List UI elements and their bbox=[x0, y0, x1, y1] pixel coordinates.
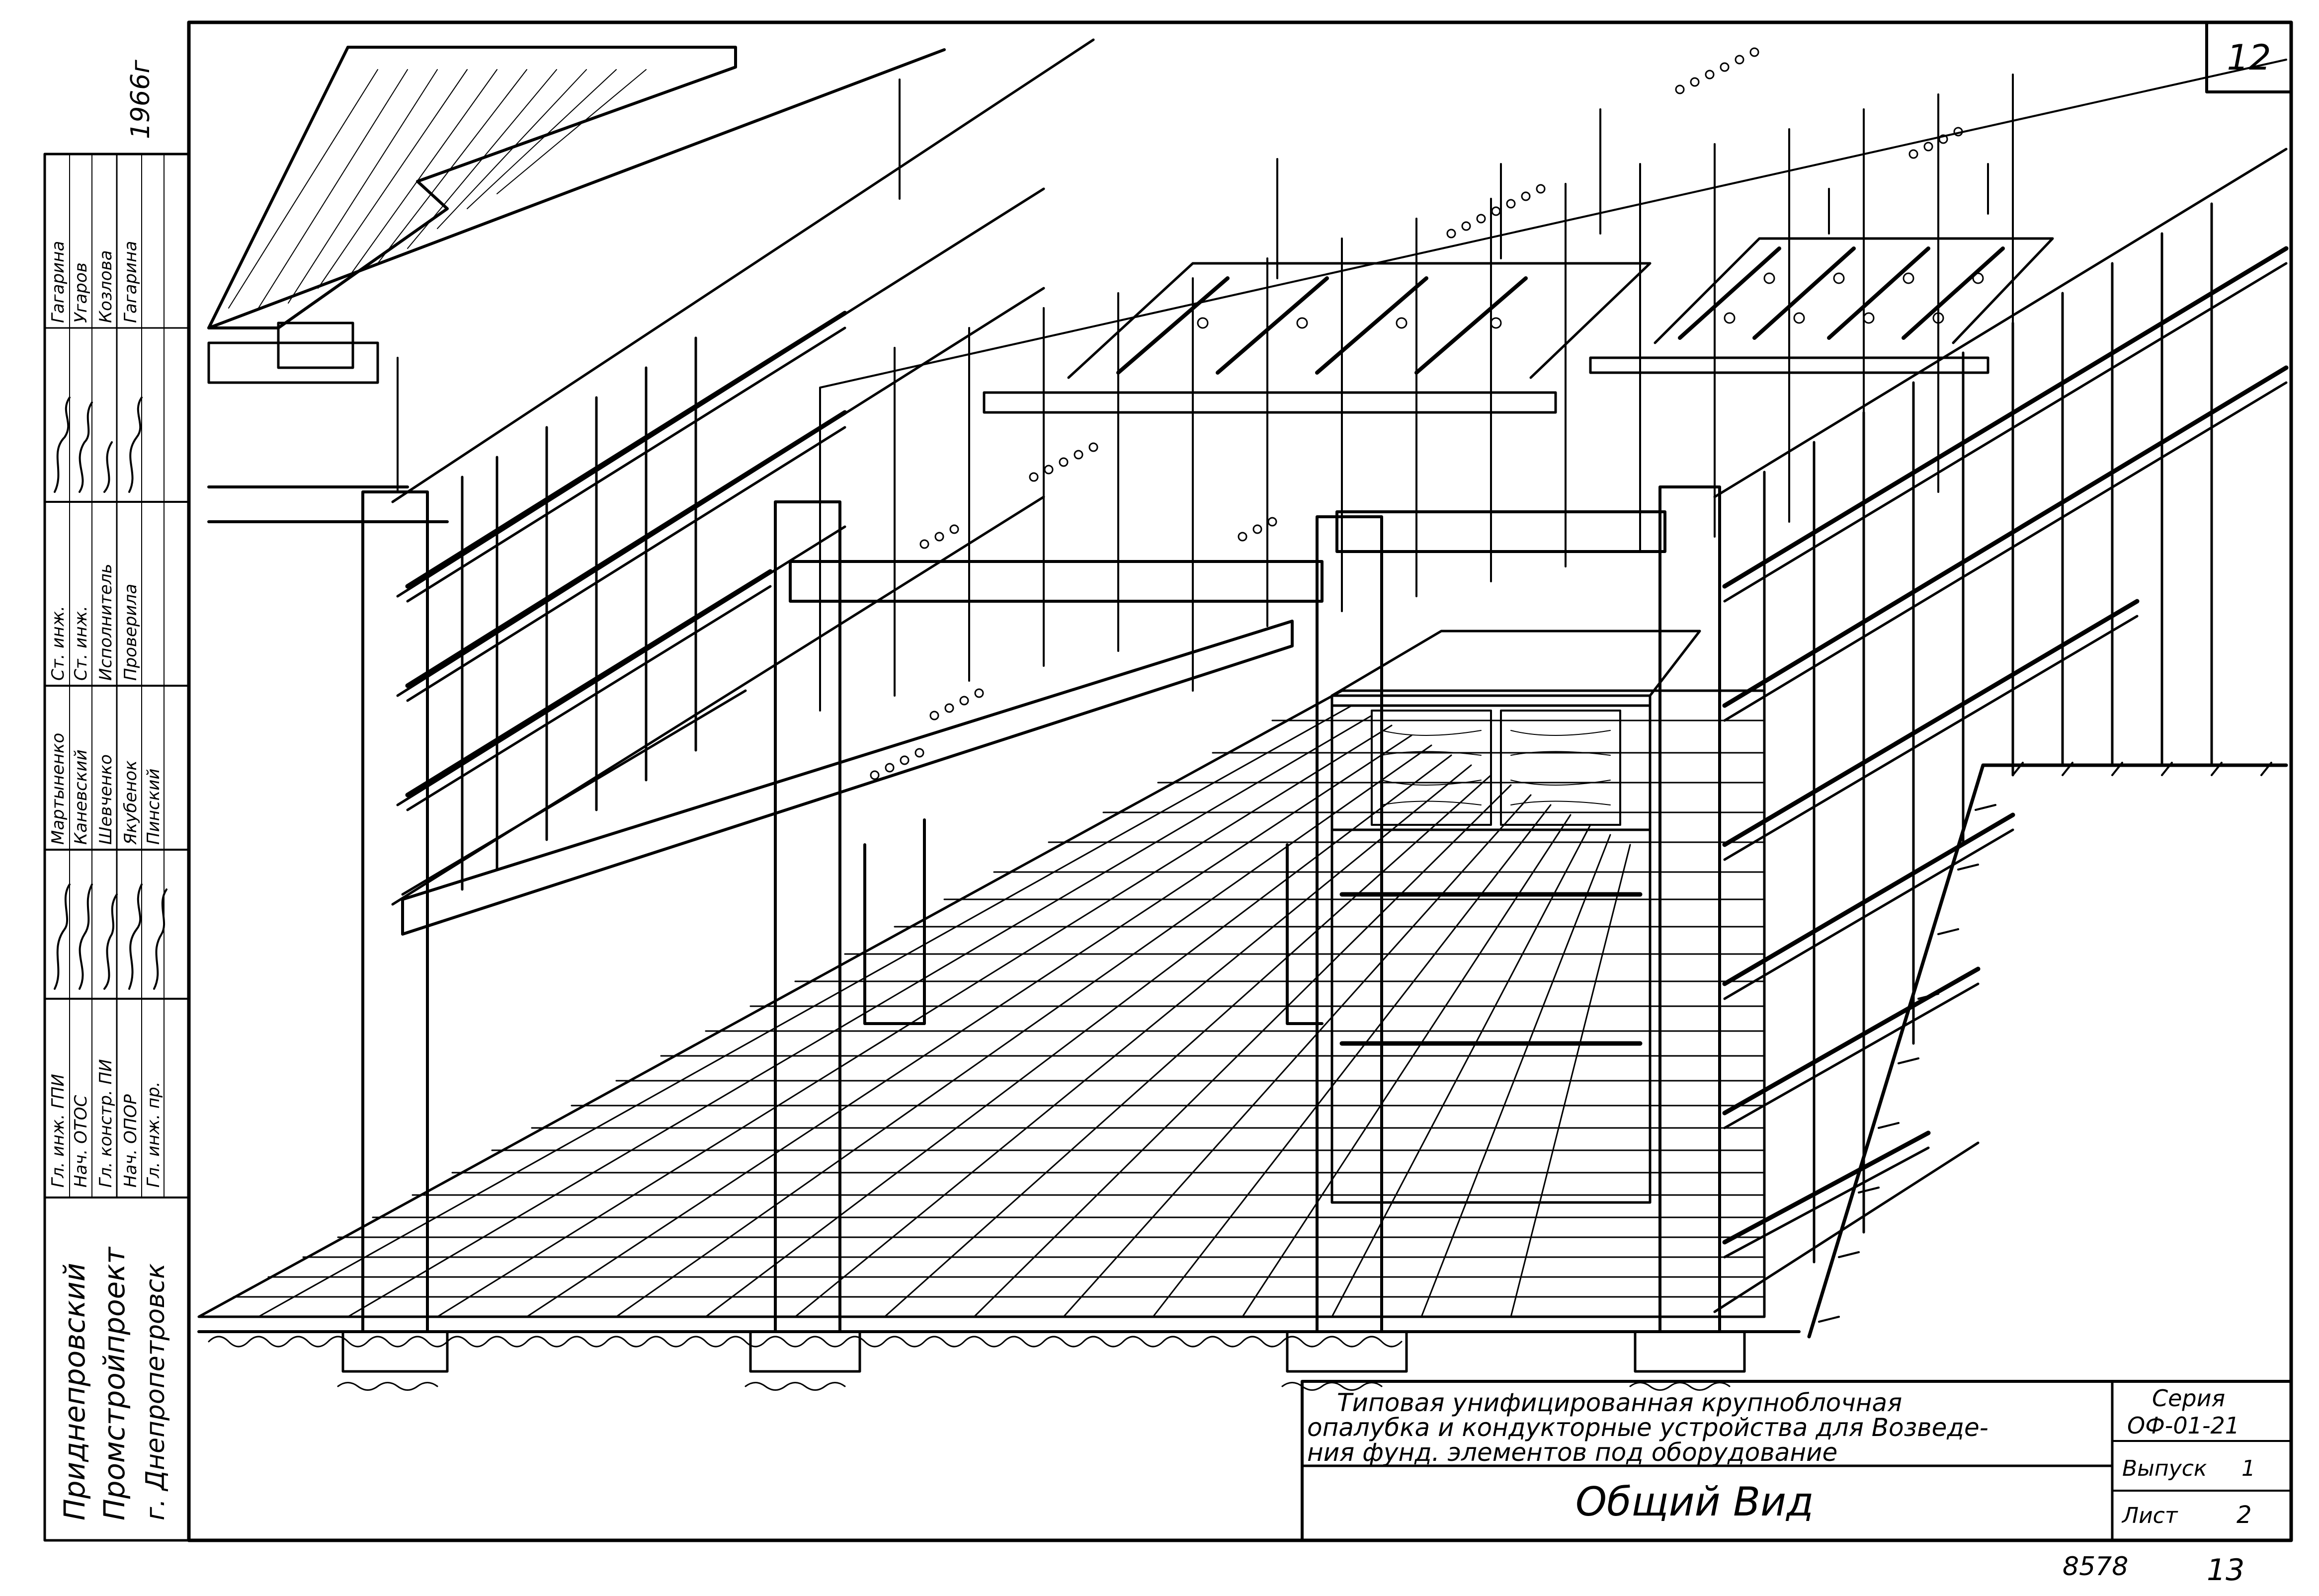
general-view-drawing bbox=[197, 38, 2289, 1391]
signatures bbox=[54, 397, 167, 990]
conductor-frames bbox=[983, 237, 2054, 414]
name-6: Гагарина bbox=[48, 241, 68, 323]
series-value: ОФ-01-21 bbox=[2127, 1412, 2239, 1439]
role-9: Проверила bbox=[121, 584, 141, 681]
post-footings bbox=[337, 1330, 1746, 1391]
name-7: Угаров bbox=[71, 262, 91, 323]
org-line-3: г. Днепропетровск bbox=[141, 1263, 170, 1520]
signature-block: Приднепровский Промстройпроект г. Днепро… bbox=[43, 153, 190, 1542]
role-3: Гл. констр. ПИ bbox=[96, 1059, 116, 1188]
right-wall-formwork bbox=[1713, 148, 2289, 1313]
base-slab-grid bbox=[197, 689, 1766, 1318]
role-1: Гл. инж. ГПИ bbox=[48, 1074, 68, 1188]
sheet-label: Лист bbox=[2121, 1503, 2178, 1528]
timber-deck bbox=[207, 46, 946, 523]
year-label: 1966г bbox=[126, 60, 156, 139]
back-wall-panels bbox=[819, 47, 2287, 780]
title-description-line-3: ния фунд. элементов под оборудование bbox=[1307, 1438, 1837, 1467]
sheet-value: 2 bbox=[2236, 1501, 2252, 1529]
name-5: Пинский bbox=[144, 769, 164, 845]
view-title: Общий Вид bbox=[1575, 1479, 1814, 1525]
anchor-bolt-plates bbox=[1197, 272, 1984, 329]
name-9: Гагарина bbox=[121, 241, 141, 323]
org-line-1: Приднепровский bbox=[58, 1263, 91, 1520]
sheet-number-box: 12 bbox=[2205, 21, 2293, 93]
name-4: Якубенок bbox=[121, 760, 141, 845]
center-formwork-block bbox=[1330, 630, 1701, 1204]
role-4: Нач. ОПОР bbox=[121, 1094, 141, 1188]
support-posts bbox=[361, 79, 1989, 1333]
role-2: Нач. ОТОС bbox=[71, 1095, 91, 1188]
series-label: Серия bbox=[2152, 1385, 2225, 1412]
role-7: Ст. инж. bbox=[71, 606, 91, 681]
sheet-frame bbox=[187, 20, 2293, 1542]
role-8: Исполнитель bbox=[96, 563, 116, 681]
name-8: Козлова bbox=[96, 250, 116, 323]
left-wall-formwork bbox=[391, 38, 1095, 911]
name-1: Мартыненко bbox=[48, 733, 68, 845]
role-6: Ст. инж. bbox=[48, 606, 68, 681]
bolt-hole-rows bbox=[870, 47, 1963, 780]
role-5: Гл. инж. пр. bbox=[144, 1082, 164, 1188]
issue-value: 1 bbox=[2241, 1456, 2255, 1481]
ground-line bbox=[197, 762, 2288, 1348]
title-description-line-2: опалубка и кондукторные устройства для В… bbox=[1307, 1413, 1988, 1442]
issue-label: Выпуск bbox=[2122, 1456, 2207, 1481]
org-line-2: Промстройпроект bbox=[97, 1246, 131, 1520]
title-description-line-1: Типовая унифицированная крупноблочная bbox=[1337, 1388, 1902, 1417]
inventory-number: 8578 bbox=[2063, 1552, 2128, 1582]
name-3: Шевченко bbox=[96, 754, 116, 845]
title-block: Типовая унифицированная крупноблочная оп… bbox=[1301, 1380, 2293, 1542]
name-2: Каневский bbox=[71, 749, 91, 845]
page-number: 13 bbox=[2207, 1553, 2244, 1588]
